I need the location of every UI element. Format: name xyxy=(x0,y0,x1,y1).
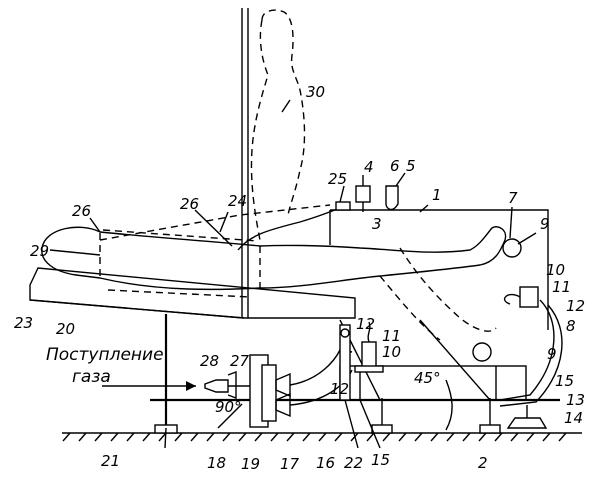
label-16: 16 xyxy=(316,454,335,472)
label-8: 8 xyxy=(566,317,576,335)
label-6: 6 xyxy=(390,157,400,175)
label-27: 27 xyxy=(230,352,250,370)
label-29: 29 xyxy=(30,242,49,260)
caption-line-1: Поступление xyxy=(46,345,164,365)
top-burner xyxy=(473,239,538,361)
label-24: 24 xyxy=(228,192,247,210)
label-7: 7 xyxy=(508,189,518,207)
gas-inlet-arrow xyxy=(102,381,196,391)
label-30: 30 xyxy=(306,83,325,101)
label-20: 20 xyxy=(56,320,75,338)
floor xyxy=(62,433,582,441)
label-1: 1 xyxy=(432,186,442,204)
label-26b: 26 xyxy=(180,195,199,213)
top-instruments xyxy=(336,186,398,212)
angle-90-label: 90° xyxy=(215,398,242,416)
label-12c: 12 xyxy=(330,380,349,398)
lying-figure xyxy=(42,227,506,297)
label-9a: 9 xyxy=(540,215,550,233)
label-21: 21 xyxy=(101,452,120,470)
label-19: 19 xyxy=(241,455,260,473)
label-14: 14 xyxy=(564,409,583,427)
label-4: 4 xyxy=(364,158,374,176)
label-13: 13 xyxy=(566,391,585,409)
label-17: 17 xyxy=(280,455,300,473)
label-10a: 10 xyxy=(546,261,565,279)
label-11b: 11 xyxy=(382,327,401,345)
tube-26 xyxy=(238,208,340,250)
label-9b: 9 xyxy=(547,345,557,363)
label-11a: 11 xyxy=(552,278,571,296)
label-28: 28 xyxy=(200,352,219,370)
label-22: 22 xyxy=(344,454,363,472)
standing-figure-outline xyxy=(251,10,304,240)
caption-line-2: газа xyxy=(72,367,111,387)
label-3: 3 xyxy=(372,215,382,233)
label-25: 25 xyxy=(328,170,347,188)
label-5: 5 xyxy=(406,157,416,175)
label-2: 2 xyxy=(478,454,488,472)
label-26a: 26 xyxy=(72,202,91,220)
label-23: 23 xyxy=(14,314,33,332)
label-15a: 15 xyxy=(555,372,574,390)
label-18: 18 xyxy=(207,454,226,472)
label-15b: 15 xyxy=(371,451,390,469)
vertical-frame xyxy=(242,8,248,318)
label-10b: 10 xyxy=(382,343,401,361)
label-12b: 12 xyxy=(356,315,375,333)
angle-45-label: 45° xyxy=(414,369,441,387)
label-12a: 12 xyxy=(566,297,585,315)
base-plate xyxy=(508,405,546,428)
